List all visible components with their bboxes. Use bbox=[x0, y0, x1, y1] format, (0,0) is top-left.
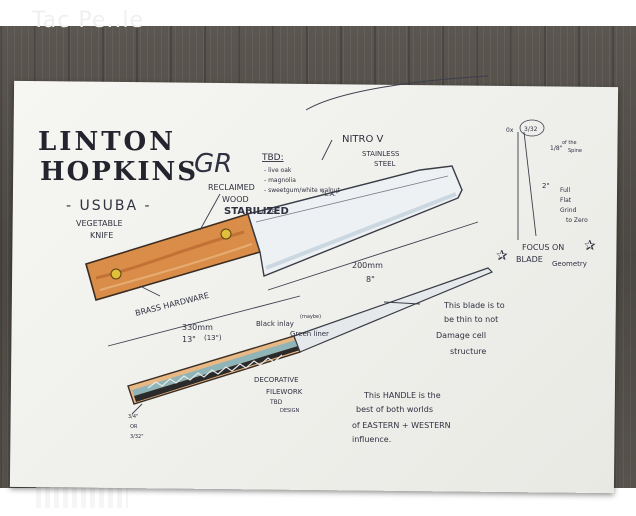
focus-3: Geometry bbox=[552, 260, 587, 268]
filework-4: DESIGN bbox=[280, 408, 300, 414]
tbd-item-1: - live oak bbox=[264, 167, 292, 174]
knife-type-2: KNIFE bbox=[90, 231, 113, 240]
star-left-icon: ✰ bbox=[496, 248, 508, 264]
title-line2: HOPKINS bbox=[40, 157, 198, 187]
brass-pin-1-icon bbox=[110, 268, 122, 280]
dimension-lines bbox=[107, 75, 537, 415]
steel-1: NITRO V bbox=[342, 134, 384, 145]
filework-3: TBD bbox=[269, 399, 283, 406]
star-right-icon: ✰ bbox=[584, 238, 596, 254]
overall-length-in: 13" bbox=[182, 335, 196, 344]
focus-2: BLADE bbox=[516, 255, 543, 264]
knife-name: - USUBA - bbox=[66, 198, 152, 214]
focus-1: FOCUS ON bbox=[522, 243, 564, 252]
handle-note-1: RECLAIMED bbox=[208, 183, 255, 192]
blade-note-3: Damage cell bbox=[436, 331, 486, 340]
profile-flat-1: Full bbox=[560, 187, 571, 194]
small-dim-1: 0.25" bbox=[262, 209, 278, 216]
profile-circle bbox=[519, 119, 545, 137]
inlay-2: (maybe) bbox=[300, 314, 321, 320]
bottom-dim-3: 3/32" bbox=[130, 434, 144, 440]
steel-2: STAINLESS bbox=[362, 150, 400, 158]
blade-length-in: 8" bbox=[366, 275, 375, 284]
profile-two-in: 2" bbox=[542, 182, 550, 190]
steel-3: STEEL bbox=[374, 160, 396, 168]
inlay-1: Black inlay bbox=[256, 320, 294, 328]
profile-flat-3: Grind bbox=[560, 207, 577, 214]
blade-note-2: be thin to not bbox=[444, 315, 498, 324]
profile-frac1: 1/8" bbox=[550, 145, 563, 152]
handle-note-2: WOOD bbox=[222, 195, 249, 204]
top-blade bbox=[247, 165, 463, 277]
small-dim-2: "L.A." bbox=[322, 191, 339, 198]
handle-note-3: STABILIZED bbox=[224, 206, 289, 217]
profile-flat-4: to Zero bbox=[566, 217, 588, 224]
filework-2: FILEWORK bbox=[266, 388, 303, 396]
profile-frac3: Spine bbox=[568, 148, 582, 154]
top-knife bbox=[85, 165, 463, 301]
hardware-label: BRASS HARDWARE bbox=[134, 291, 210, 318]
profile-top-prefix: 0x bbox=[506, 127, 514, 134]
filework-1: DECORATIVE bbox=[254, 376, 299, 384]
bottom-dim-1: 3/4" bbox=[128, 414, 138, 420]
bottom-knife bbox=[127, 267, 494, 405]
profile-frac2: of the bbox=[562, 140, 577, 146]
overall-length-mm: 330mm bbox=[182, 323, 213, 332]
profile-top: 3/32 bbox=[524, 126, 538, 133]
brass-pin-2-icon bbox=[220, 228, 232, 240]
blade-note-4: structure bbox=[450, 347, 486, 356]
handle-note-c: of EASTERN + WESTERN bbox=[352, 421, 451, 430]
title-signature: GR bbox=[194, 149, 232, 179]
blade-length-mm: 200mm bbox=[352, 261, 383, 270]
tbd-header: TBD: bbox=[261, 153, 284, 163]
knife-type-1: VEGETABLE bbox=[76, 219, 123, 228]
blade-note-1: This blade is to bbox=[443, 301, 505, 310]
handle-note-a: This HANDLE is the bbox=[363, 391, 441, 400]
watermark-bottom bbox=[36, 486, 128, 508]
inlay-3: Green liner bbox=[290, 330, 329, 338]
tbd-item-2: - magnolia bbox=[264, 177, 296, 184]
tbd-item-3: - sweetgum/white walnut bbox=[264, 187, 341, 194]
watermark-top: Tac Pe..le bbox=[32, 8, 145, 33]
profile-flat-2: Flat bbox=[560, 197, 572, 204]
handle-note-b: best of both worlds bbox=[356, 405, 433, 414]
handle-note-d: influence. bbox=[352, 435, 391, 444]
bottom-dim-2: OR bbox=[130, 424, 138, 430]
bottom-blade bbox=[293, 267, 494, 353]
overall-length-in2: (13") bbox=[204, 334, 222, 342]
title-line1: LINTON bbox=[38, 127, 176, 157]
